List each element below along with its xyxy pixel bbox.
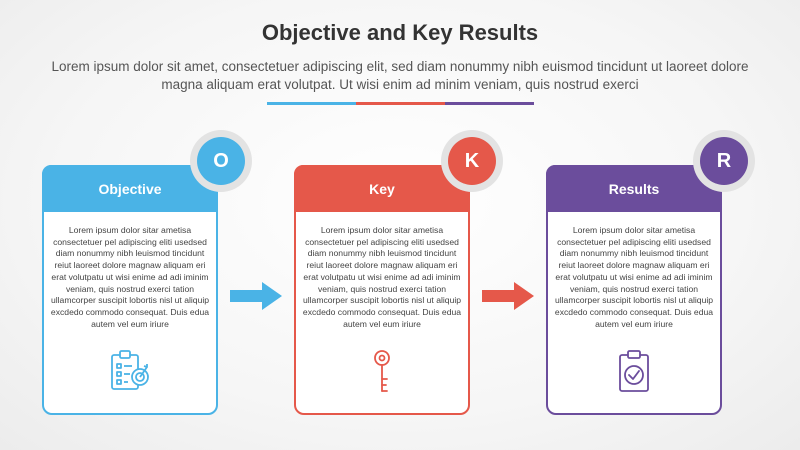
card-objective: Objective Lorem ipsum dolor sitar ametis… bbox=[42, 165, 218, 415]
key-icon bbox=[374, 350, 390, 392]
badge-key: K bbox=[448, 137, 496, 185]
arrow-right-icon bbox=[230, 282, 282, 310]
card-heading-results: Results bbox=[546, 165, 722, 212]
card-body-objective: Lorem ipsum dolor sitar ametisa consecte… bbox=[50, 225, 210, 329]
card-results: Results Lorem ipsum dolor sitar ametisa … bbox=[546, 165, 722, 415]
badge-objective: O bbox=[197, 137, 245, 185]
card-heading-key: Key bbox=[294, 165, 470, 212]
page-title: Objective and Key Results bbox=[261, 20, 539, 45]
divider-red bbox=[356, 102, 445, 105]
clipboard-target-icon bbox=[111, 350, 149, 390]
badge-results: R bbox=[700, 137, 748, 185]
card-body-key: Lorem ipsum dolor sitar ametisa consecte… bbox=[302, 225, 462, 329]
arrow-right-icon bbox=[482, 282, 534, 310]
clipboard-check-icon bbox=[619, 350, 649, 392]
page-subtitle: Lorem ipsum dolor sit amet, consectetuer… bbox=[51, 59, 749, 92]
card-heading-objective: Objective bbox=[42, 165, 218, 212]
card-body-results: Lorem ipsum dolor sitar ametisa consecte… bbox=[554, 225, 714, 329]
divider-purple bbox=[445, 102, 534, 105]
card-key: Key Lorem ipsum dolor sitar ametisa cons… bbox=[294, 165, 470, 415]
divider-blue bbox=[267, 102, 356, 105]
